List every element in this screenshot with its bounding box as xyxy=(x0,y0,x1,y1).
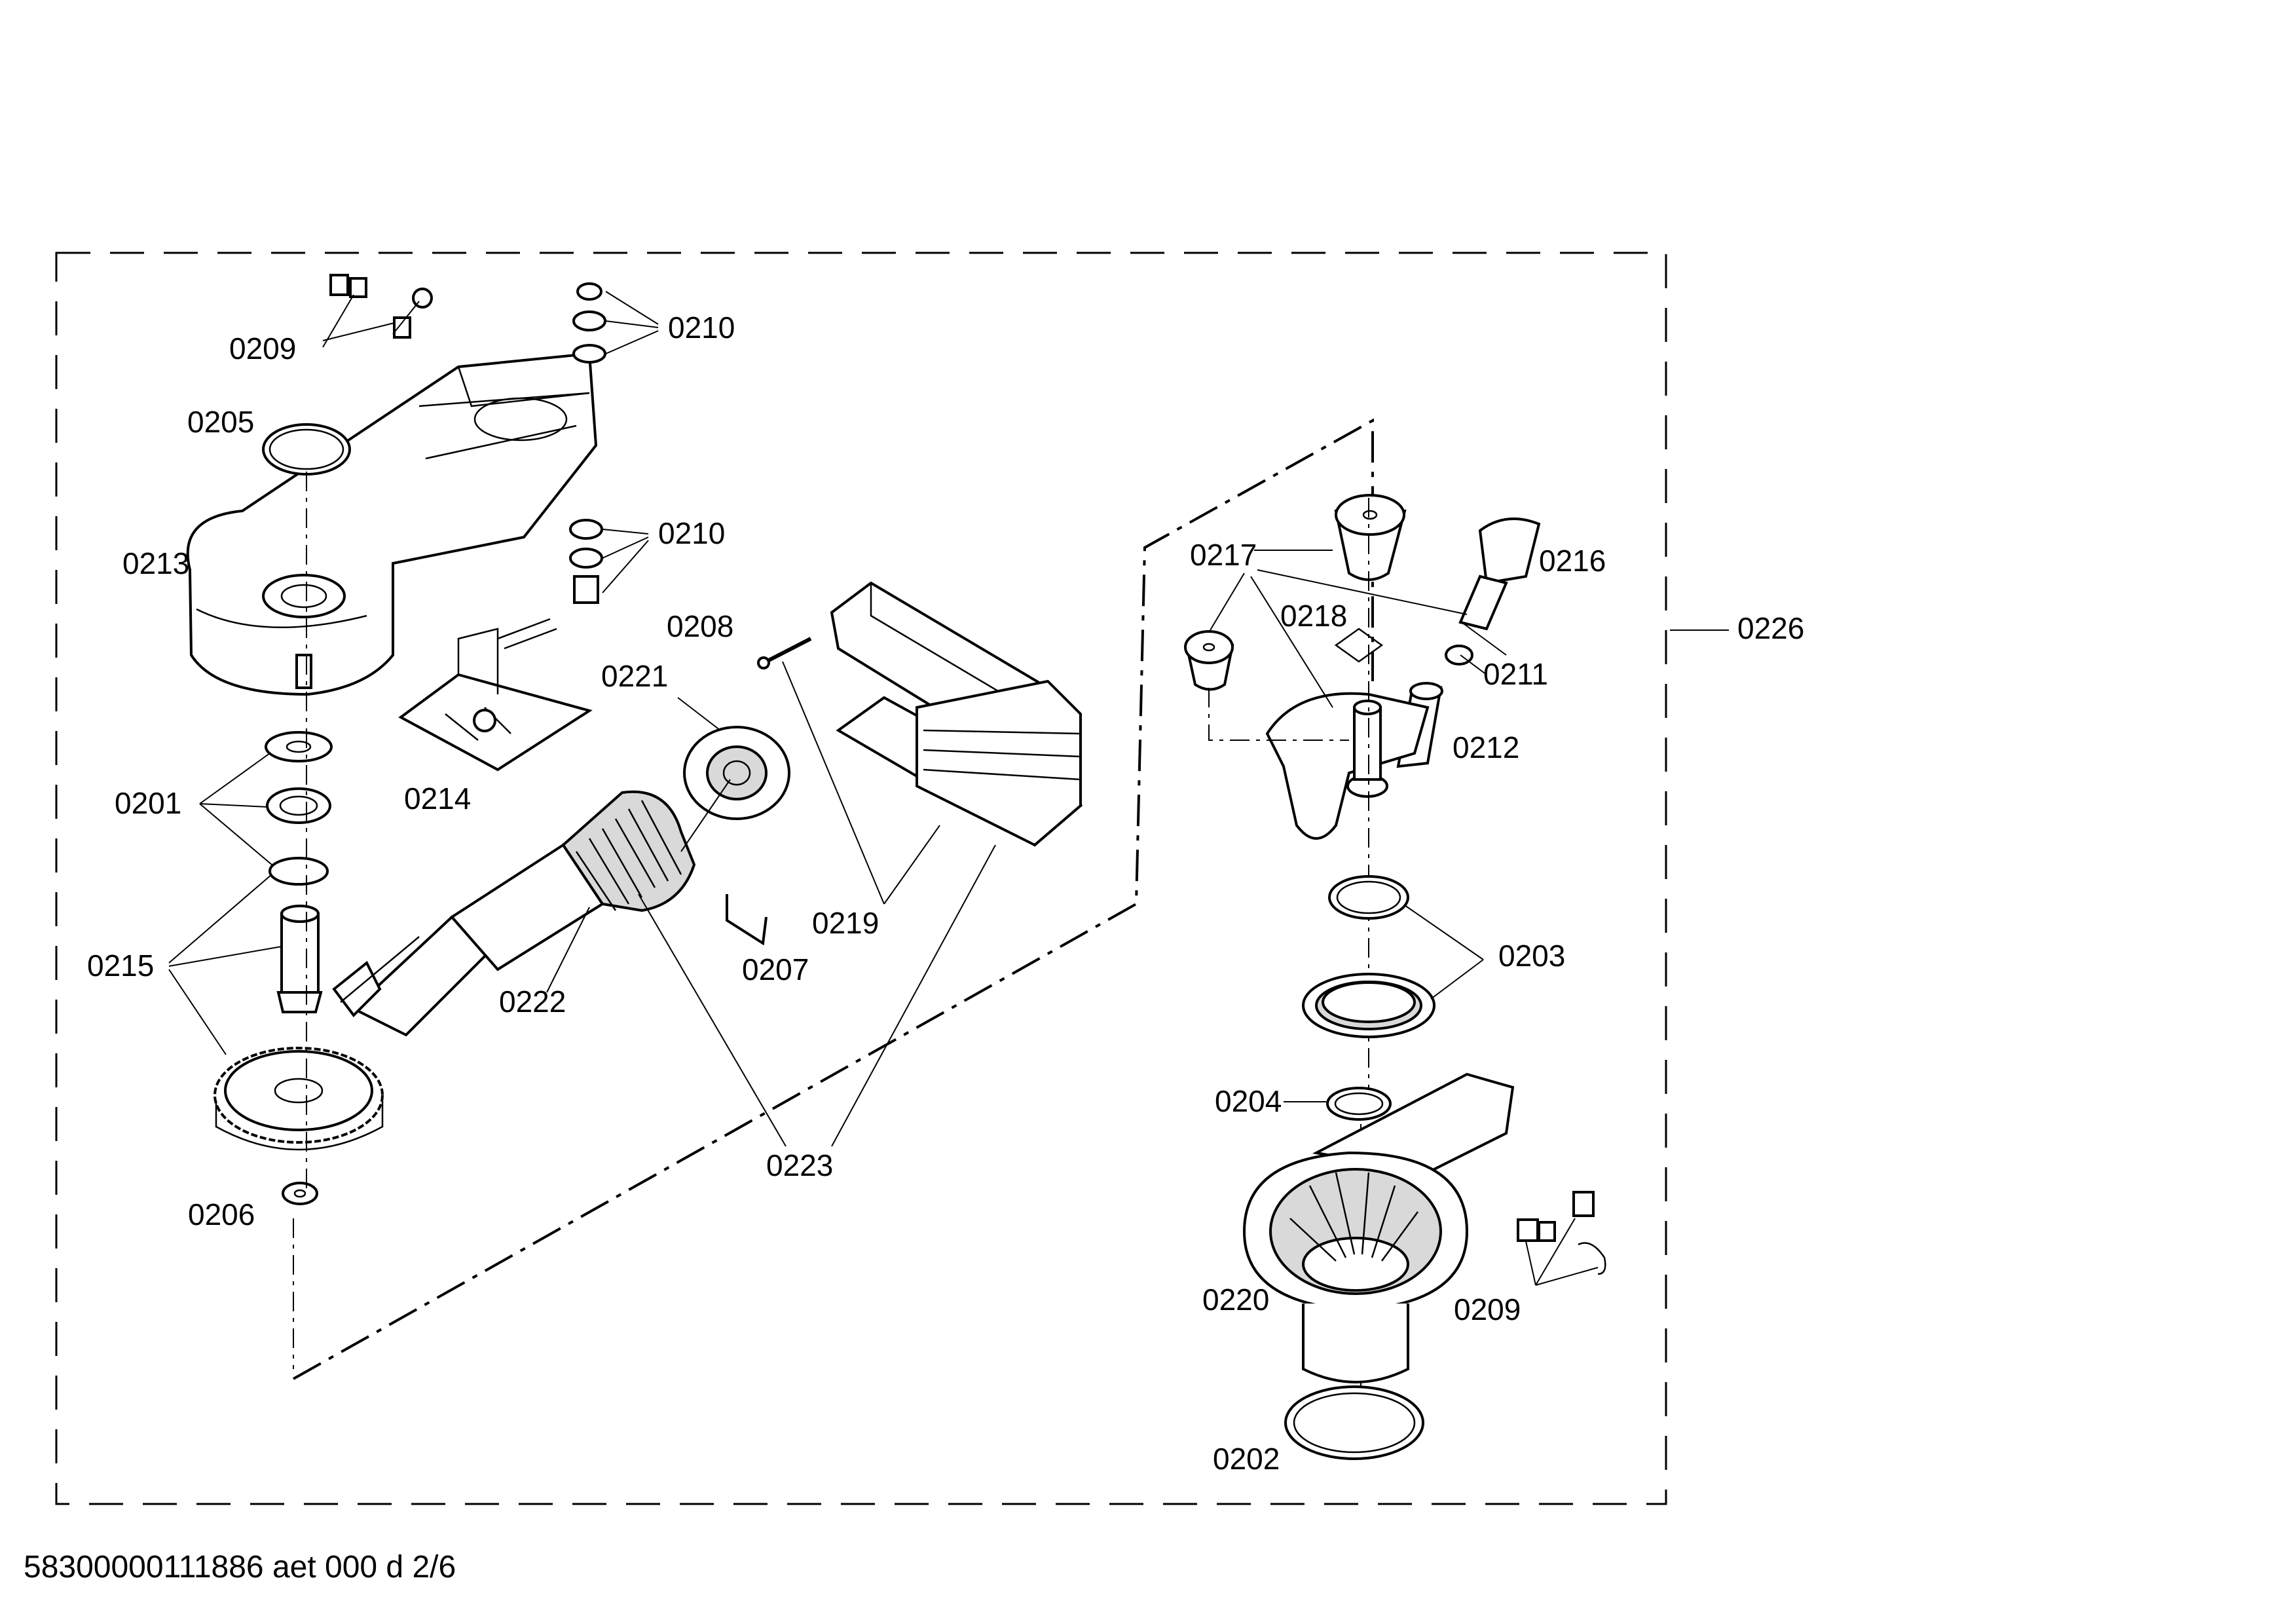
label-0208: 0208 xyxy=(667,609,733,643)
label-0205: 0205 xyxy=(187,405,254,439)
label-0222: 0222 xyxy=(499,985,566,1019)
armature-0222 xyxy=(332,790,696,1037)
label-0201: 0201 xyxy=(115,786,181,820)
seal-rings-0203 xyxy=(1302,875,1435,1038)
label-0209-bottom: 0209 xyxy=(1454,1292,1521,1326)
crown-gear-0215 xyxy=(213,1047,384,1151)
brush-holder-0209-top xyxy=(329,274,433,339)
label-0221: 0221 xyxy=(601,659,668,693)
part-labels: 0209 0210 0205 0210 0213 0208 0221 0214 … xyxy=(87,310,1804,1476)
document-id-footer: 58300000111886 aet 000 d 2/6 xyxy=(24,1550,456,1585)
ring-0205 xyxy=(262,423,351,476)
gear-carrier xyxy=(1265,692,1430,840)
bearing-0201 xyxy=(265,731,333,886)
washers-0210-top xyxy=(572,282,606,364)
label-0211: 0211 xyxy=(1483,657,1548,691)
label-0210-top: 0210 xyxy=(668,310,735,345)
pinion-shaft-0215 xyxy=(276,905,323,1013)
label-0223: 0223 xyxy=(766,1148,833,1182)
label-0204: 0204 xyxy=(1215,1084,1282,1118)
label-0216: 0216 xyxy=(1539,544,1606,578)
label-0220: 0220 xyxy=(1202,1283,1269,1317)
label-0214: 0214 xyxy=(404,781,471,816)
brush-holder-0209-bottom xyxy=(1517,1191,1606,1275)
switch-board-0214 xyxy=(398,618,593,772)
washer-0206 xyxy=(282,1182,318,1205)
gear-shaft-0216 xyxy=(1458,517,1541,631)
clip-0207 xyxy=(726,894,768,946)
bell-housing-0220 xyxy=(1242,1072,1515,1383)
stator-0223 xyxy=(836,679,1083,847)
gear-housing-0213 xyxy=(186,352,598,696)
label-0207: 0207 xyxy=(742,952,809,986)
leader-lines xyxy=(168,291,1729,1286)
label-0218: 0218 xyxy=(1280,599,1347,633)
label-0219: 0219 xyxy=(812,906,879,940)
washers-0210-mid xyxy=(569,519,603,604)
label-0226: 0226 xyxy=(1737,611,1804,645)
screw-0208 xyxy=(757,637,812,669)
label-0215: 0215 xyxy=(87,948,154,983)
label-0212: 0212 xyxy=(1453,730,1519,764)
ring-0202 xyxy=(1284,1385,1424,1460)
pinion-gear-0217-left xyxy=(1184,630,1234,691)
pinion-gear-0217-top xyxy=(1334,494,1407,581)
label-0217: 0217 xyxy=(1190,538,1257,572)
label-0206: 0206 xyxy=(188,1197,255,1231)
label-0202: 0202 xyxy=(1213,1442,1280,1476)
assembly-boundary xyxy=(55,252,1667,1505)
label-0203: 0203 xyxy=(1498,939,1565,973)
label-0210-mid: 0210 xyxy=(658,516,725,550)
plate-0218 xyxy=(1334,628,1384,663)
commutator-0221 xyxy=(683,726,790,820)
label-0213: 0213 xyxy=(122,546,189,580)
label-0209-top: 0209 xyxy=(229,331,296,366)
